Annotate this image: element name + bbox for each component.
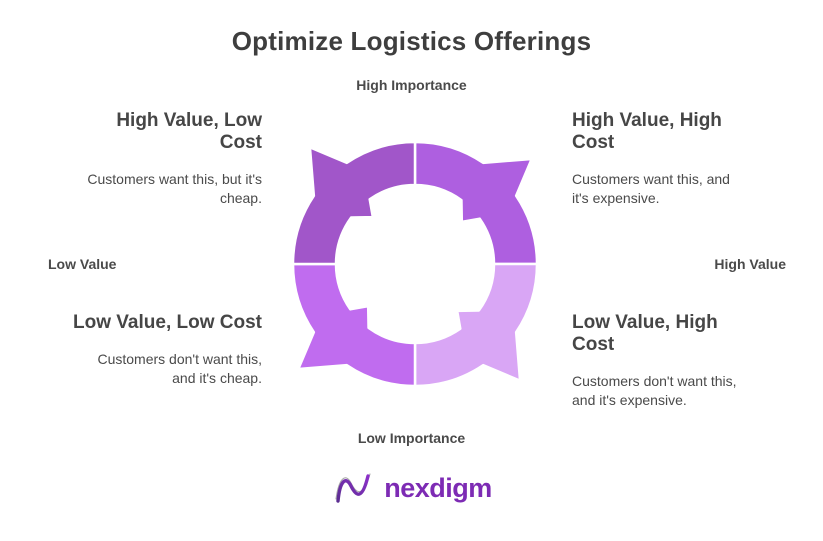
quadrant-low-value-high-cost: Low Value, High Cost Customers don't wan… <box>572 312 790 410</box>
quadrant-description: Customers don't want this, and it's expe… <box>572 373 737 408</box>
axis-label-low-importance: Low Importance <box>357 430 466 446</box>
quadrant-low-value-low-cost: Low Value, Low Cost Customers don't want… <box>40 312 262 388</box>
page-title: Optimize Logistics Offerings <box>231 26 592 56</box>
quadrant-high-value-low-cost: High Value, Low Cost Customers want this… <box>40 110 262 208</box>
quadrant-description: Customers don't want this, and it's chea… <box>97 351 262 386</box>
quadrant-heading: Low Value, High Cost <box>572 312 718 356</box>
quadrant-heading: Low Value, Low Cost <box>73 312 262 333</box>
cycle-segment-bottom-left <box>291 262 417 388</box>
axis-label-low-value: Low Value <box>48 256 117 272</box>
axis-label-high-importance: High Importance <box>356 77 467 93</box>
cycle-segment-top-right <box>413 140 539 266</box>
quadrant-heading: High Value, Low Cost <box>116 110 262 154</box>
cycle-segment-top-left <box>291 140 417 266</box>
nexdigm-wave-icon <box>335 473 371 503</box>
quadrant-heading: High Value, High Cost <box>572 110 722 154</box>
cycle-segment-bottom-right <box>413 262 539 388</box>
quadrant-description: Customers want this, and it's expensive. <box>572 171 730 206</box>
nexdigm-logo: nexdigm <box>0 468 823 508</box>
quadrant-high-value-high-cost: High Value, High Cost Customers want thi… <box>572 110 790 208</box>
quadrant-description: Customers want this, but it's cheap. <box>87 171 262 206</box>
nexdigm-wordmark: nexdigm <box>384 472 492 503</box>
axis-label-high-value: High Value <box>714 256 786 272</box>
